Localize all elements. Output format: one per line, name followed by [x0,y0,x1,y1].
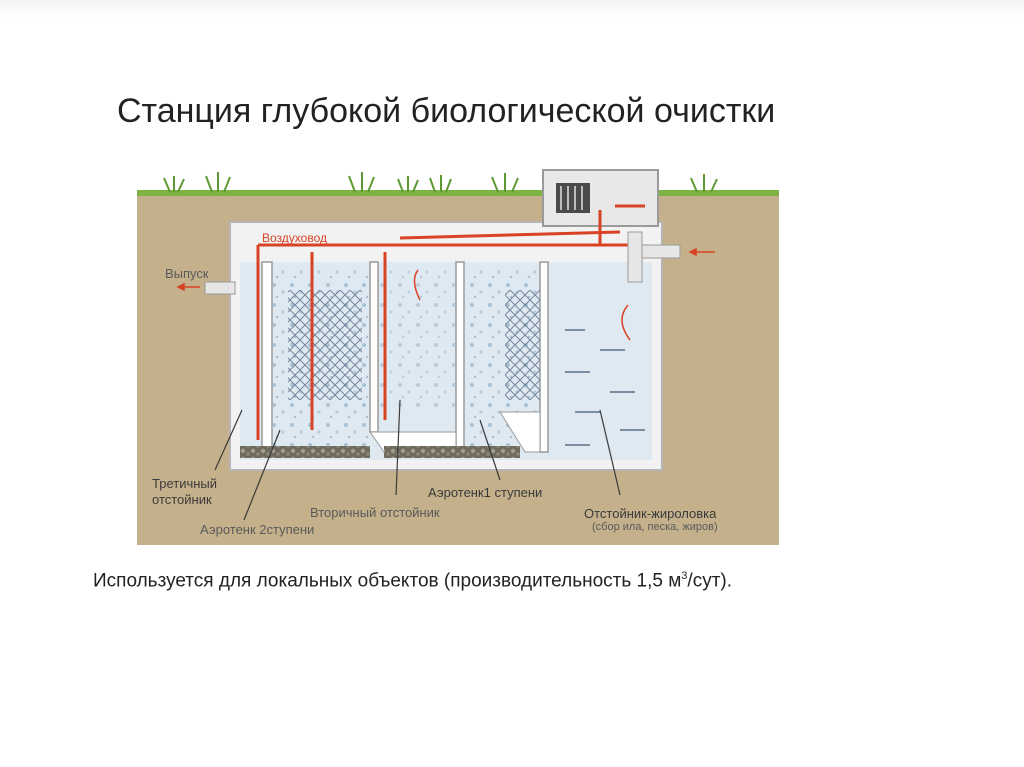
biofilm-load-2 [288,290,362,400]
caption-superscript: 3 [681,570,688,582]
compressor-fins [560,186,583,210]
gravel-bottom-left [240,446,370,458]
label-pointers [214,399,621,521]
tertiary-label-line1: Третичный [152,476,217,491]
outlet-label: Выпуск [165,266,209,281]
grass-line [137,190,779,196]
grease-trap-note: (сбор ила, песка, жиров) [592,521,718,533]
grease-trap-lines [565,329,645,446]
aerotank1-funnel [499,411,541,453]
grease-trap-label: Отстойник-жироловка [584,506,717,521]
caption-suffix: /сут). [687,570,733,592]
biofilm-load-1 [505,290,540,400]
aerotank1-label: Аэротенк1 ступени [428,485,542,500]
air-duct-label: Воздуховод [262,231,327,245]
aerotank2-label: Аэротенк 2ступени [200,522,314,537]
outlet-pipe [204,281,236,295]
flow-arrows [176,247,715,341]
page-title: Станция глубокой биологической очистки [117,92,776,130]
air-duct-pipes [256,204,645,440]
secondary-label: Вторичный отстойник [310,505,440,520]
gravel-bottom-mid [384,446,520,458]
inlet-stack [627,231,643,283]
tertiary-label-line2: отстойник [152,492,212,507]
caption-text: Используется для локальных объектов (про… [93,570,682,592]
inlet-pipe [639,244,681,259]
caption: Используется для локальных объектов (про… [93,570,732,592]
grass-tufts [163,172,718,193]
